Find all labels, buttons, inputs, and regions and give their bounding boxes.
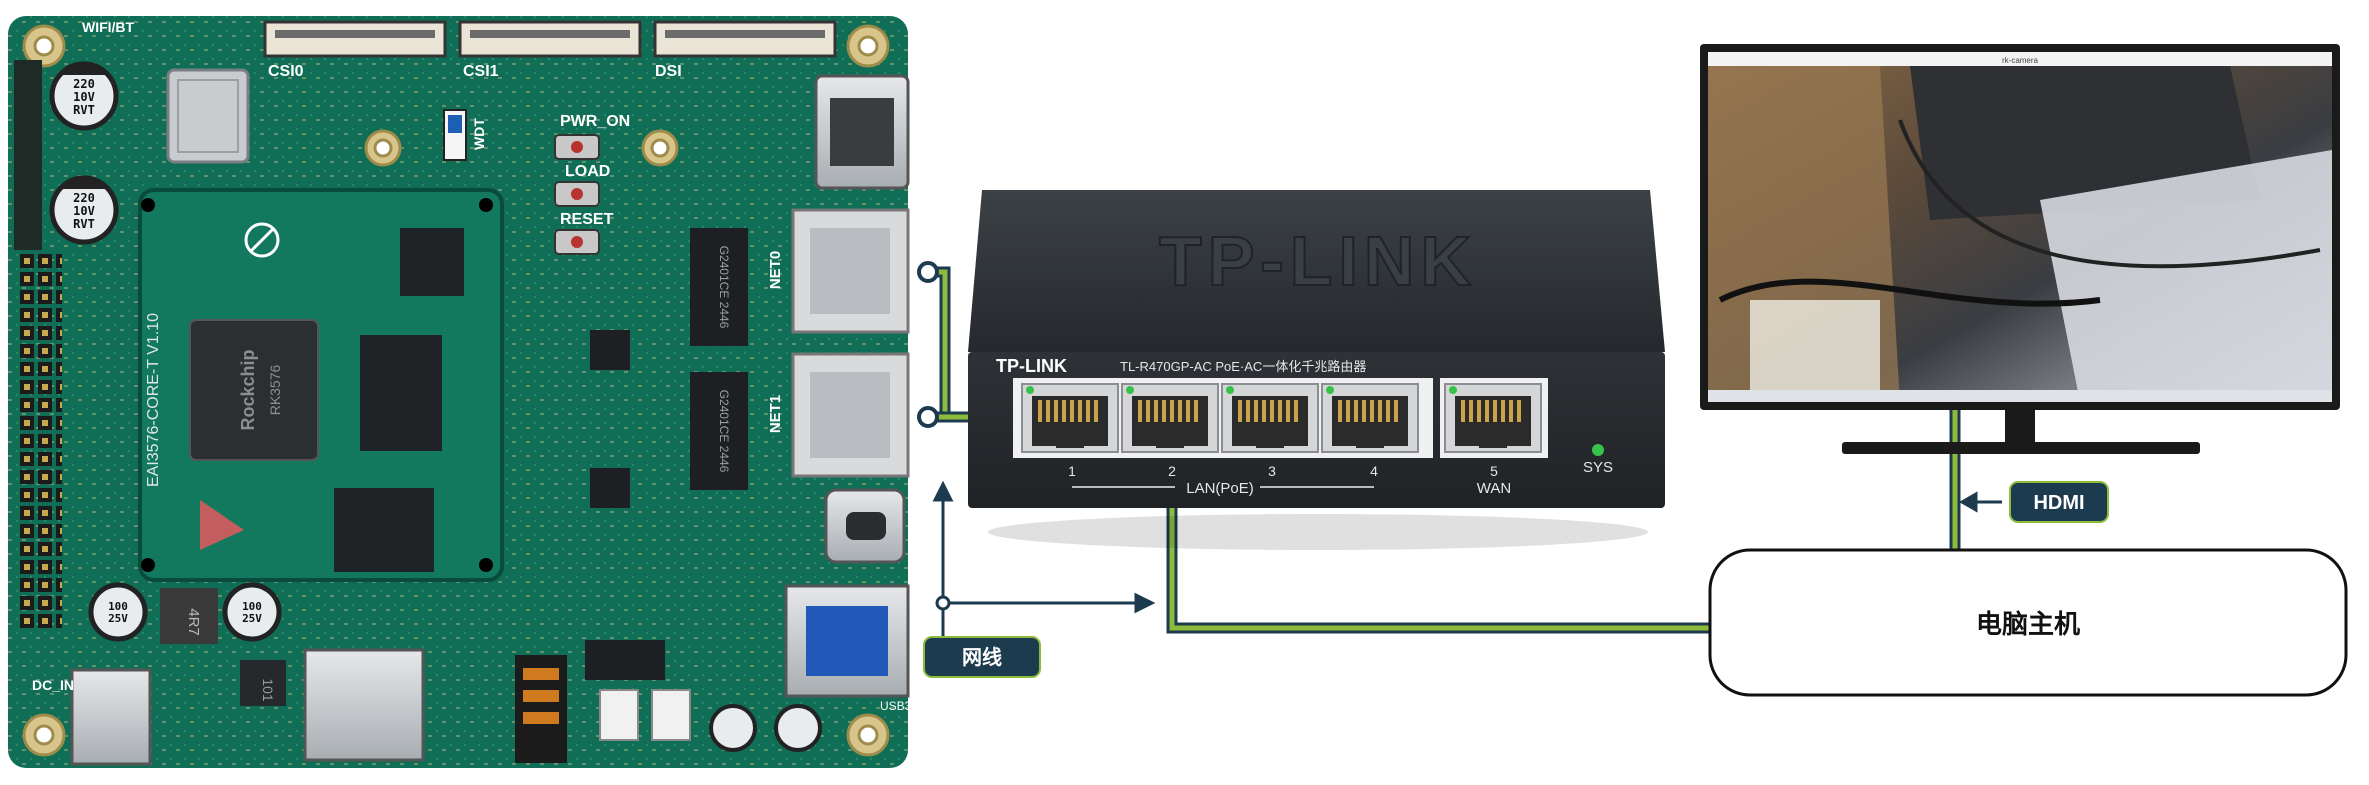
hdmi-arrow — [1958, 491, 2002, 513]
label-csi1: CSI1 — [463, 63, 499, 80]
core-silkscreen: EAI3576-CORE-T V1.10 — [145, 313, 162, 487]
lan-label: LAN(PoE) — [1186, 480, 1254, 497]
dc-jack — [70, 668, 152, 766]
core-module: Rockchip RK3576 EAI3576-CORE-T V1.10 — [138, 188, 504, 582]
label-net0: NET0 — [767, 251, 784, 289]
label-pwr-on: PWR_ON — [560, 113, 630, 130]
router-port-number: 5 — [1490, 463, 1498, 479]
router-port-3 — [1221, 383, 1319, 453]
router-port-number: 4 — [1370, 463, 1378, 479]
phy-chip-0: G2401CE 2446 — [717, 246, 731, 329]
screen-titlebar: rk-camera — [2002, 56, 2039, 65]
mounting-holes — [22, 24, 890, 757]
phy-chip-1: G2401CE 2446 — [717, 390, 731, 473]
label-reset: RESET — [560, 211, 614, 228]
label-csi0: CSI0 — [268, 63, 304, 80]
wifi-module — [166, 68, 250, 164]
svg-text:10V: 10V — [73, 90, 95, 104]
svg-text:4R7: 4R7 — [185, 608, 202, 636]
svg-text:10V: 10V — [73, 204, 95, 218]
router-ports: 1 2 3 4 5 — [1021, 383, 1542, 479]
cable-arrows — [932, 480, 1156, 650]
sys-label: SYS — [1583, 459, 1613, 476]
board-buttons: WDT — [443, 109, 600, 255]
router-port-number: 1 — [1068, 463, 1076, 479]
router-port-number: 2 — [1168, 463, 1176, 479]
cable-badge: 网线 — [923, 636, 1041, 678]
dev-board: CSI0 CSI1 DSI WIFI/BT 220 10V RVT 220 10… — [8, 16, 912, 768]
router: TP-LINK TP-LINK TL-R470GP-AC PoE·AC一体化千兆… — [968, 190, 1665, 550]
ic-mark: 101 — [260, 678, 276, 702]
svg-text:25V: 25V — [108, 612, 128, 625]
wan-label: WAN — [1477, 480, 1511, 497]
monitor: rk-camera — [1700, 44, 2340, 454]
hdmi-badge: HDMI — [2009, 481, 2109, 523]
label-net1: NET1 — [767, 395, 784, 433]
label-usb: USB3 — [880, 699, 912, 713]
svg-text:100: 100 — [242, 600, 262, 613]
router-brand: TP-LINK — [1159, 222, 1477, 300]
sys-led — [1592, 444, 1604, 456]
soc-model: RK3576 — [267, 364, 283, 415]
router-port-4 — [1321, 383, 1419, 453]
label-load: LOAD — [565, 163, 610, 180]
cable-label: 网线 — [962, 645, 1002, 669]
label-dc-in: DC_IN — [32, 677, 74, 693]
sd-slot — [303, 648, 425, 762]
svg-text:220: 220 — [73, 191, 95, 205]
router-port-2 — [1121, 383, 1219, 453]
pc-label: 电脑主机 — [1976, 609, 2080, 639]
pc-host: 电脑主机 — [1708, 548, 2348, 697]
fpc-connectors — [263, 20, 837, 58]
gpio-header — [18, 250, 62, 630]
capacitors: 220 10V RVT 220 10V RVT 100 25V 100 25V — [49, 61, 822, 752]
router-port-1 — [1021, 383, 1119, 453]
router-brand-small: TP-LINK — [996, 356, 1067, 376]
board-rj45-ports — [791, 208, 910, 478]
label-dsi: DSI — [655, 63, 682, 80]
svg-text:220: 220 — [73, 77, 95, 91]
svg-text:RVT: RVT — [73, 217, 95, 231]
soc-brand: Rockchip — [238, 349, 258, 430]
svg-text:25V: 25V — [242, 612, 262, 625]
router-model: TL-R470GP-AC PoE·AC一体化千兆路由器 — [1120, 359, 1366, 374]
label-wdt: WDT — [471, 118, 487, 150]
router-port-5 — [1444, 383, 1542, 453]
label-wifi: WIFI/BT — [82, 19, 135, 35]
hdmi-label: HDMI — [2033, 492, 2084, 514]
svg-text:RVT: RVT — [73, 103, 95, 117]
inductor — [160, 588, 218, 644]
router-port-number: 3 — [1268, 463, 1276, 479]
svg-text:100: 100 — [108, 600, 128, 613]
